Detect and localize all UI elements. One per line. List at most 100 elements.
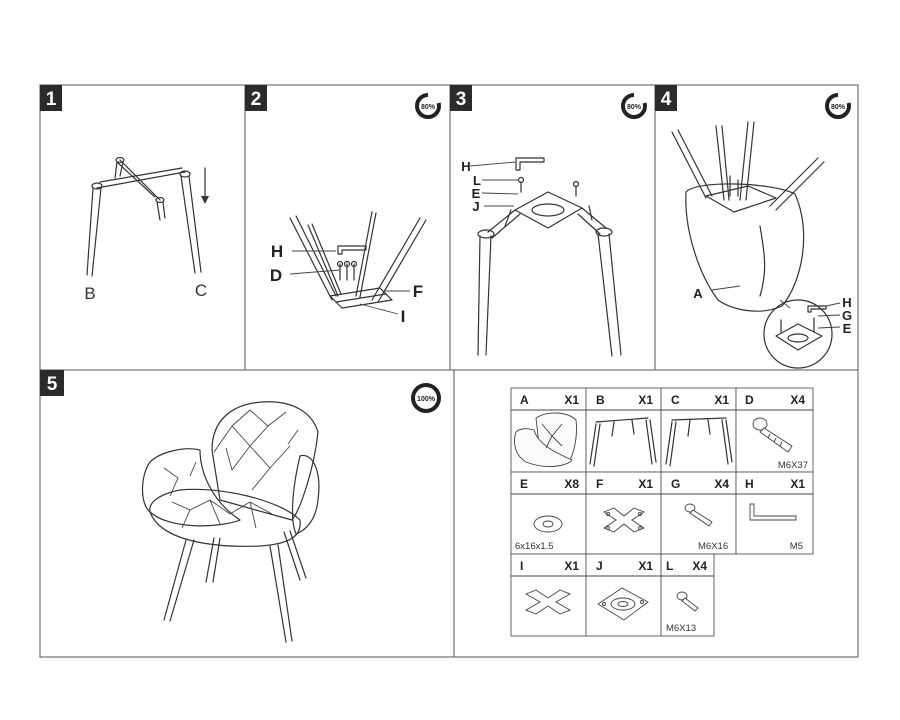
part-cell-f: F X1 xyxy=(585,471,662,555)
part-l-letter: L xyxy=(666,559,673,573)
part-j-qty: X1 xyxy=(638,559,653,573)
step-3-label-e: E xyxy=(472,186,481,201)
bolt-set-icon xyxy=(517,176,580,197)
part-cell-b: B X1 xyxy=(585,387,662,473)
step-4-badge xyxy=(655,85,677,111)
part-cell-j: J X1 xyxy=(585,553,662,637)
part-d-letter: D xyxy=(745,393,754,407)
washer-icon xyxy=(533,515,563,533)
step-5-number: 5 xyxy=(47,374,58,395)
part-i-letter: I xyxy=(520,559,523,573)
step-3-label-h: H xyxy=(461,159,470,174)
part-a-letter: A xyxy=(520,393,529,407)
upside-down-chair-drawing xyxy=(671,121,825,312)
part-a-qty: X1 xyxy=(564,393,579,407)
assembled-chair-drawing xyxy=(141,401,320,643)
leg-frame-drawing xyxy=(86,156,202,277)
step-1-panel: 1 B C xyxy=(39,84,246,371)
part-e-letter: E xyxy=(520,477,528,491)
step-3-progress-indicator: 80% xyxy=(621,92,647,119)
part-cell-d: D X4 M6X37 xyxy=(735,387,814,473)
part-e-qty: X8 xyxy=(564,477,579,491)
step-4-label-e: E xyxy=(843,321,852,336)
leg-frame-c-icon xyxy=(665,417,733,467)
part-i-qty: X1 xyxy=(564,559,579,573)
step-2-badge xyxy=(245,85,267,111)
allen-key-icon xyxy=(807,305,827,313)
part-g-letter: G xyxy=(671,477,680,491)
step-2-label-d: D xyxy=(270,266,282,285)
part-d-qty: X4 xyxy=(790,393,805,407)
part-cell-h: H X1 M5 xyxy=(735,471,814,555)
step-2-label-h: H xyxy=(271,242,283,261)
step-3-badge xyxy=(450,85,472,111)
step-4-label-g: G xyxy=(842,308,852,323)
short-bolt-icon xyxy=(676,591,699,612)
step-1-badge xyxy=(40,85,62,111)
step-1-label-c: C xyxy=(195,281,207,300)
swivel-plate-icon xyxy=(597,587,649,621)
step-2-label-f: F xyxy=(413,282,423,301)
bolt-icon xyxy=(684,503,713,527)
part-f-qty: X1 xyxy=(638,477,653,491)
step-3-frame xyxy=(449,84,656,371)
part-e-spec: 6x16x1.5 xyxy=(515,541,554,552)
step-2-panel: 2 80% H D F I xyxy=(244,84,451,371)
allen-key-icon xyxy=(515,157,545,171)
step-1-label-b: B xyxy=(84,284,95,303)
step-5-badge xyxy=(40,370,64,396)
step-4-label-h: H xyxy=(842,295,851,310)
step-2-frame xyxy=(244,84,451,371)
step-5-progress-text: 100% xyxy=(417,396,436,403)
part-g-spec: M6X16 xyxy=(698,541,728,552)
step-3-label-j: J xyxy=(472,199,479,214)
leg-frame-b-icon xyxy=(589,417,657,467)
part-b-qty: X1 xyxy=(638,393,653,407)
step-3-panel: 3 80% H L xyxy=(449,84,656,371)
step-4-panel: 4 80% A H xyxy=(654,84,859,371)
upturned-frame-drawing xyxy=(289,211,427,309)
long-bolt-icon xyxy=(752,417,793,453)
cross-plate-icon xyxy=(524,589,572,615)
part-c-letter: C xyxy=(671,393,680,407)
bolt-set-icon xyxy=(336,260,358,281)
allen-key-icon xyxy=(749,503,797,521)
step-4-progress-text: 80% xyxy=(831,104,846,111)
part-h-qty: X1 xyxy=(790,477,805,491)
step-2-number: 2 xyxy=(251,89,262,110)
part-g-qty: X4 xyxy=(714,477,729,491)
part-f-letter: F xyxy=(596,477,603,491)
step-5-panel: 5 100% xyxy=(39,369,455,658)
step-4-label-a: A xyxy=(693,286,703,301)
part-h-spec: M5 xyxy=(790,541,803,552)
step-5-progress-indicator: 100% xyxy=(411,383,441,413)
step-2-label-i: I xyxy=(401,307,406,326)
parts-list-panel: A X1 B X1 C X1 xyxy=(453,369,859,658)
part-cell-a: A X1 xyxy=(510,387,587,473)
step-3-progress-text: 80% xyxy=(627,104,642,111)
chair-seat-icon xyxy=(514,412,577,467)
step-1-frame xyxy=(39,84,246,371)
part-j-letter: J xyxy=(596,559,603,573)
part-l-qty: X4 xyxy=(692,559,707,573)
frame-with-swivel-drawing xyxy=(477,191,622,357)
step-1-number: 1 xyxy=(46,89,57,110)
down-arrow-icon xyxy=(201,167,209,204)
step-4-progress-indicator: 80% xyxy=(825,92,851,119)
step-3-label-l: L xyxy=(473,173,481,188)
parts-list-frame xyxy=(453,369,859,658)
part-l-spec: M6X13 xyxy=(666,623,696,634)
part-cell-e: E X8 6x16x1.5 xyxy=(510,471,587,555)
part-h-letter: H xyxy=(745,477,754,491)
part-cell-c: C X1 xyxy=(660,387,737,473)
part-cell-l: L X4 M6X13 xyxy=(660,553,715,637)
step-3-number: 3 xyxy=(456,89,467,110)
swivel-detail-callout xyxy=(763,299,833,369)
allen-key-icon xyxy=(337,245,367,255)
part-cell-i: I X1 xyxy=(510,553,587,637)
step-2-progress-indicator: 80% xyxy=(415,92,441,119)
step-2-progress-text: 80% xyxy=(421,104,436,111)
step-4-number: 4 xyxy=(661,89,672,110)
part-b-letter: B xyxy=(596,393,605,407)
